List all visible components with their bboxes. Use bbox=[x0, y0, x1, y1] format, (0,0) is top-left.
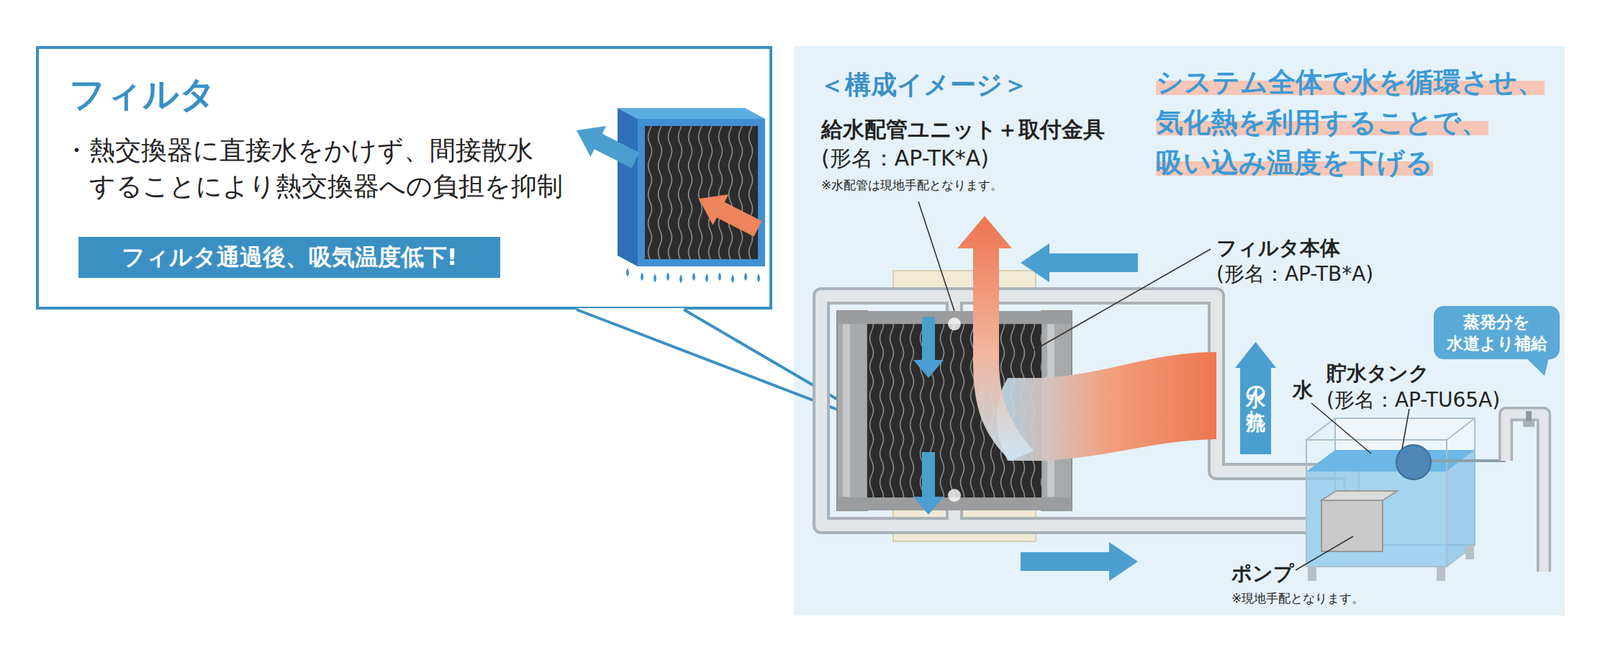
model-name: (形名：AP-TB*A) bbox=[1216, 260, 1374, 288]
part-name: 給水配管ユニット＋取付金具 bbox=[821, 115, 1105, 145]
supply-pipe bbox=[1505, 413, 1544, 572]
air-arrow bbox=[1020, 541, 1138, 581]
panel-title: ＜構成イメージ＞ bbox=[819, 67, 1029, 103]
part-name: ポンプ bbox=[1231, 559, 1295, 588]
flow-arrow: 水の流れ bbox=[1235, 341, 1277, 455]
note-text: ※水配管は現地手配となります。 bbox=[821, 177, 1003, 194]
part-name: フィルタ本体 bbox=[1216, 234, 1341, 262]
model-name: (形名：AP-TK*A) bbox=[821, 143, 989, 174]
headline: システム全体で水を循環させ、 気化熱を利用することで、 吸い込み温度を下げる bbox=[1155, 66, 1545, 179]
flow-text: 水の流れ bbox=[1243, 373, 1269, 419]
leader-line bbox=[918, 201, 1410, 571]
arrow-shape bbox=[1235, 341, 1277, 455]
band-text: フィルタ通過後、吸気温度低下! bbox=[121, 241, 458, 274]
info-tail bbox=[1525, 357, 1549, 376]
water-tank bbox=[1306, 418, 1506, 581]
info-box: 蒸発分を 水道より補給 bbox=[1433, 305, 1560, 360]
model-name: (形名：AP-TU65A) bbox=[1326, 386, 1500, 414]
headline-block: システム全体で水を循環させ、 気化熱を利用することで、 吸い込み温度を下げる bbox=[1155, 61, 1574, 183]
note-text: ※現地手配となります。 bbox=[1231, 590, 1364, 607]
part-name: 貯水タンク bbox=[1326, 359, 1430, 388]
faucet bbox=[1525, 410, 1532, 422]
heading-text: フィルタ bbox=[69, 70, 216, 119]
air-arrow bbox=[1020, 243, 1138, 283]
part-name: 水 bbox=[1292, 376, 1313, 404]
body-text: ・熱交換器に直接水をかけず、間接散水 することにより熱交換器への負担を抑制 bbox=[63, 132, 608, 205]
filter-icon bbox=[568, 107, 766, 283]
info-text: 蒸発分を 水道より補給 bbox=[1443, 310, 1552, 355]
callout-band: フィルタ通過後、吸気温度低下! bbox=[78, 236, 501, 278]
